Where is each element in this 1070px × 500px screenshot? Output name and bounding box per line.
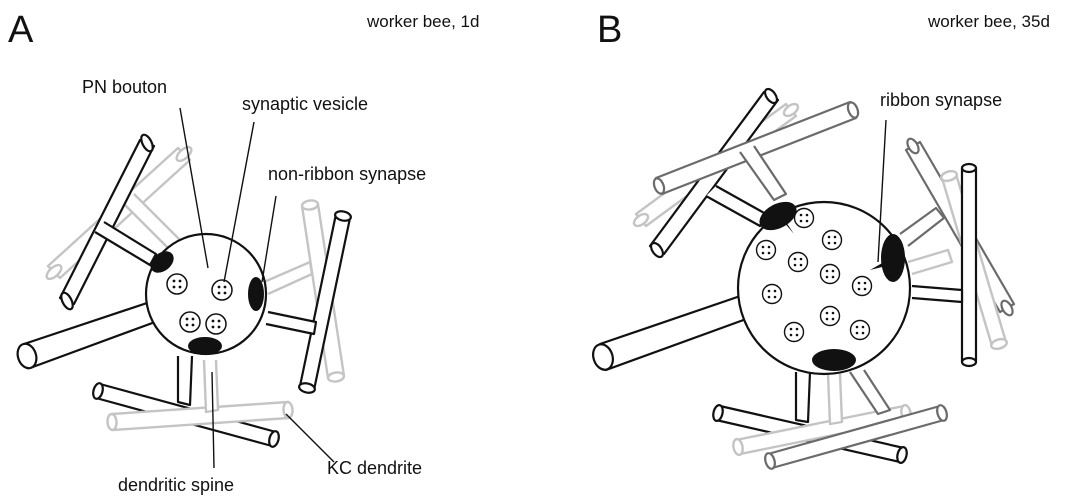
kc-dendrite-dark-bottom	[92, 356, 281, 448]
panel-b: B worker bee, 35d	[590, 9, 1050, 470]
kc-dendrite-light-right-b	[908, 169, 1008, 350]
label-ribbon-synapse: ribbon synapse	[880, 90, 1002, 110]
label-dendritic-spine: dendritic spine	[118, 475, 234, 495]
panel-a-letter: A	[8, 9, 34, 51]
label-non-ribbon-synapse: non-ribbon synapse	[268, 164, 426, 184]
panel-b-letter: B	[597, 9, 622, 51]
panel-a: A worker bee, 1d	[8, 9, 479, 495]
panel-b-caption: worker bee, 35d	[927, 12, 1050, 31]
panel-a-caption: worker bee, 1d	[366, 12, 479, 31]
label-synaptic-vesicle: synaptic vesicle	[242, 94, 368, 114]
label-pn-bouton: PN bouton	[82, 77, 167, 97]
label-kc-dendrite: KC dendrite	[327, 458, 422, 478]
